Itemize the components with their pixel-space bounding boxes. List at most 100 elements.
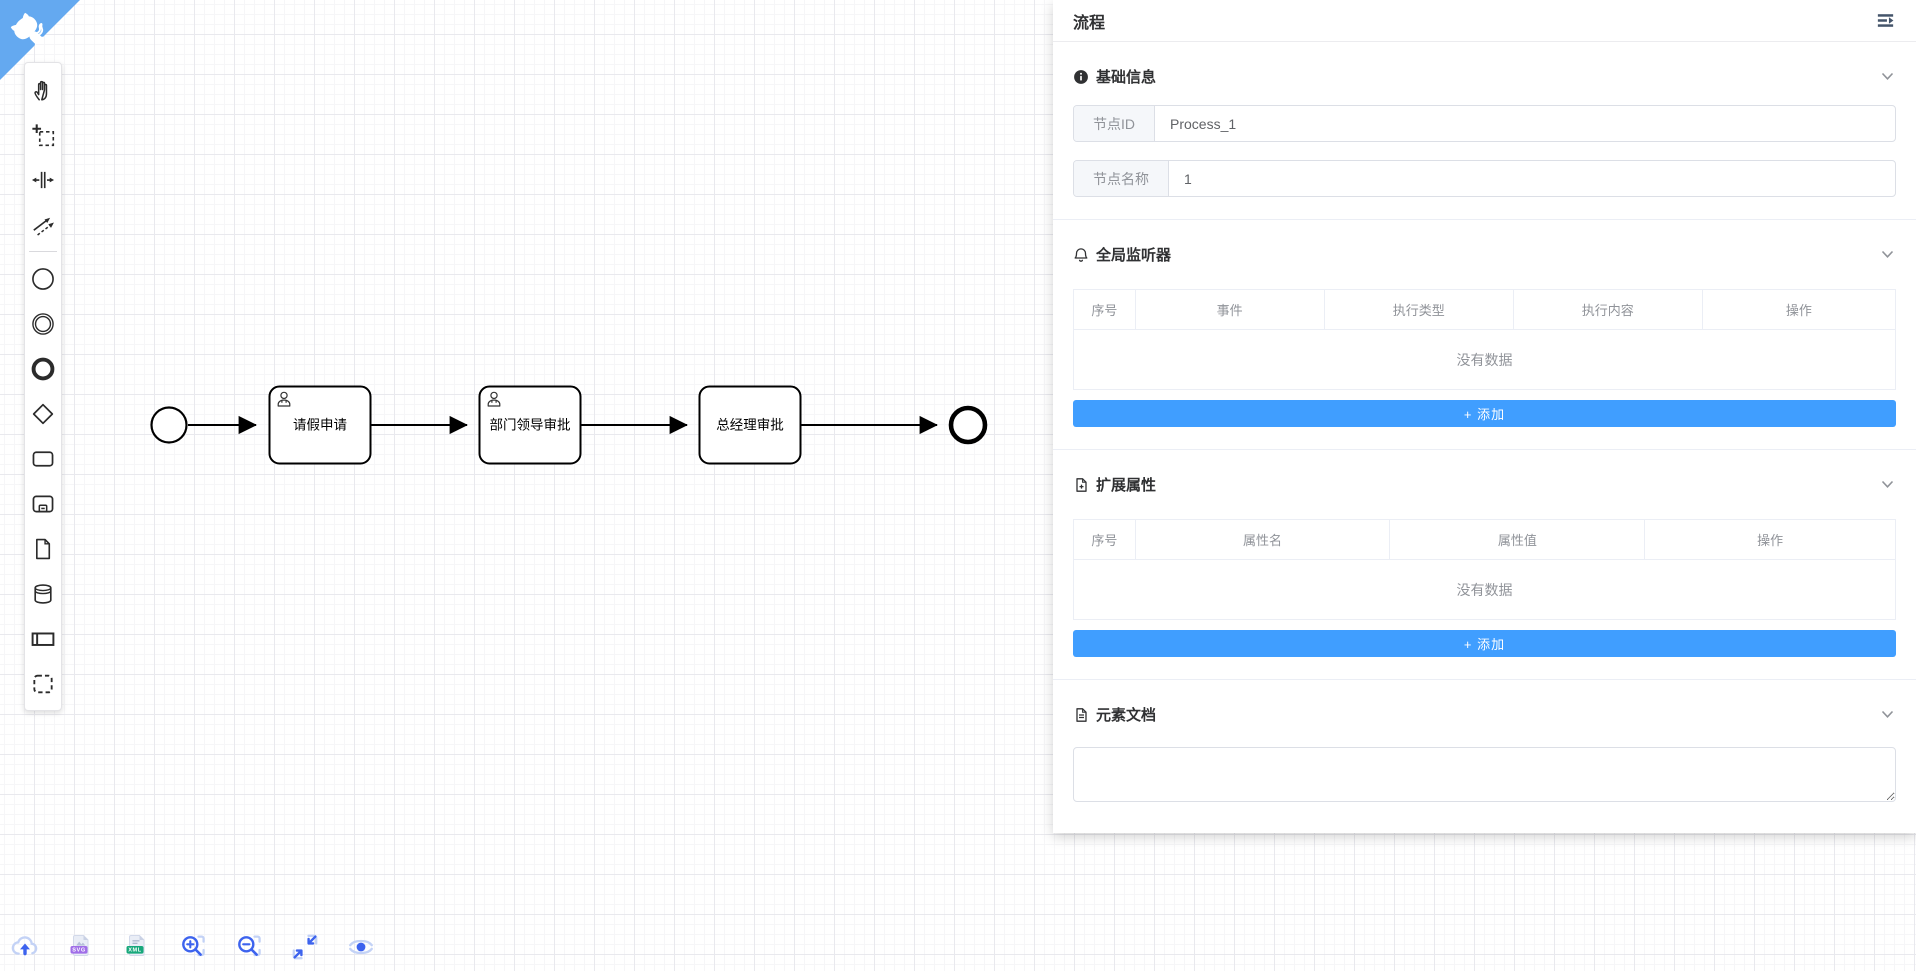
svg-text:部门领导审批: 部门领导审批 [490,418,571,433]
canvas-toolbar: SVG XML [10,932,376,962]
bpmn-palette [24,62,62,711]
collapse-attributes-button[interactable] [1879,478,1896,491]
bell-icon [1073,247,1089,263]
zoom-in-icon [182,935,205,957]
create-participant[interactable] [24,616,62,661]
col-content: 执行内容 [1512,289,1703,330]
github-octocat-icon [0,0,80,80]
panel-header: 流程 [1053,0,1916,42]
group-icon [33,674,53,693]
col-event: 事件 [1134,289,1325,330]
col-name: 属性名 [1134,519,1391,560]
col-action: 操作 [1701,289,1897,330]
connect-tool-icon [33,217,54,236]
svg-text:XML: XML [128,948,142,954]
svg-text:SVG: SVG [72,948,86,954]
col-action: 操作 [1644,519,1896,560]
chevron-down-icon [1881,480,1894,488]
end-event-icon [31,357,55,380]
cloud-upload-icon [11,936,38,956]
section-divider [1053,449,1916,450]
create-subprocess[interactable] [24,481,62,526]
section-title-attributes: 扩展属性 [1096,477,1157,494]
eye-icon [349,939,373,955]
node-name-field-group: 节点名称 [1073,160,1896,197]
create-group[interactable] [24,661,62,706]
create-intermediate-event[interactable] [24,301,62,346]
node-name-input[interactable] [1169,161,1895,196]
section-title-documentation: 元素文档 [1096,707,1157,724]
listeners-empty-text: 没有数据 [1073,329,1896,390]
section-basic-info: 基础信息 [1073,66,1896,87]
lasso-tool[interactable] [24,112,62,157]
task-shape-3[interactable]: 总经理审批 [698,385,802,465]
export-xml-button[interactable]: XML [122,932,152,962]
node-name-label: 节点名称 [1074,161,1169,196]
zoom-out-button[interactable] [234,932,264,962]
add-attribute-button[interactable]: + 添加 [1073,630,1896,657]
palette-separator [29,251,57,252]
global-connect-tool[interactable] [24,202,62,247]
zoom-in-button[interactable] [178,932,208,962]
chevron-down-icon [1881,710,1894,718]
panel-title: 流程 [1073,14,1106,32]
github-corner-link[interactable] [0,0,80,80]
create-end-event[interactable] [24,346,62,391]
properties-panel: 流程 基础信息 [1053,0,1916,833]
collapse-basic-button[interactable] [1879,70,1896,83]
xml-file-icon: XML [126,935,145,956]
svg-text:请假申请: 请假申请 [293,418,347,433]
collapse-listeners-button[interactable] [1879,248,1896,261]
create-task[interactable] [24,436,62,481]
task-icon [32,450,54,467]
create-gateway[interactable] [24,391,62,436]
file-text-icon [1073,707,1089,723]
gateway-icon [32,403,54,424]
reset-view-button[interactable] [290,932,320,962]
create-start-event[interactable] [24,256,62,301]
chevron-down-icon [1881,72,1894,80]
info-icon [1073,69,1089,85]
preview-button[interactable] [346,932,376,962]
hand-tool[interactable] [24,67,62,112]
col-value: 属性值 [1389,519,1646,560]
start-event-shape[interactable] [150,406,188,444]
participant-pool-icon [31,632,55,646]
node-id-field-group: 节点ID [1073,105,1896,142]
data-store-icon [34,583,52,604]
col-index: 序号 [1073,289,1136,330]
section-element-documentation: 元素文档 [1073,704,1896,725]
attributes-empty-text: 没有数据 [1073,559,1896,620]
attributes-table: 序号 属性名 属性值 操作 没有数据 [1073,519,1896,620]
zoom-out-icon [238,935,261,957]
space-tool[interactable] [24,157,62,202]
upload-button[interactable] [10,932,40,962]
user-task-shape-1[interactable]: 请假申请 [268,385,372,465]
node-id-input[interactable] [1155,106,1895,141]
create-data-object[interactable] [24,526,62,571]
space-tool-icon [31,171,55,188]
data-object-icon [36,538,51,559]
add-listener-button[interactable]: + 添加 [1073,400,1896,427]
col-type: 执行类型 [1323,289,1514,330]
user-task-shape-2[interactable]: 部门领导审批 [478,385,582,465]
fold-menu-icon [1877,14,1894,27]
create-data-store[interactable] [24,571,62,616]
col-index: 序号 [1073,519,1136,560]
intermediate-event-icon [32,312,54,335]
export-svg-button[interactable]: SVG [66,932,96,962]
file-plus-icon [1073,477,1089,493]
collapse-documentation-button[interactable] [1879,708,1896,721]
section-divider [1053,219,1916,220]
section-extended-attributes: 扩展属性 [1073,474,1896,495]
end-event-shape[interactable] [948,405,988,445]
section-title-basic: 基础信息 [1096,69,1157,86]
chevron-down-icon [1881,250,1894,258]
user-icon [487,391,501,407]
start-event-icon [32,267,54,290]
user-icon [277,391,291,407]
fold-panel-button[interactable] [1875,10,1896,31]
listeners-table: 序号 事件 执行类型 执行内容 操作 没有数据 [1073,289,1897,390]
node-id-label: 节点ID [1074,106,1155,141]
documentation-textarea[interactable] [1073,747,1896,802]
